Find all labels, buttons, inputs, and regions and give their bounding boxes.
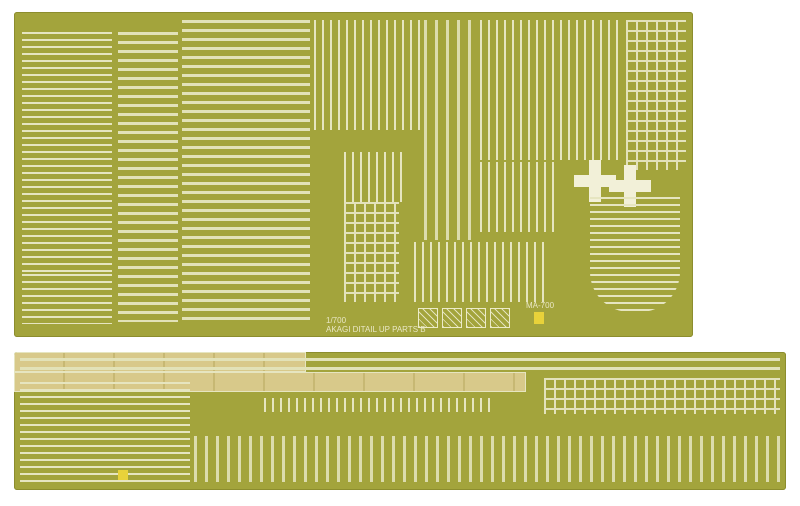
truss-parts <box>182 20 310 325</box>
small-parts <box>22 274 112 324</box>
small-parts <box>264 398 494 412</box>
bracket-parts <box>20 382 190 482</box>
maker-logo <box>118 470 128 480</box>
grating-part <box>418 308 438 328</box>
railing-strip <box>20 358 780 376</box>
platform-parts <box>626 20 686 170</box>
long-truss-parts <box>424 20 474 240</box>
cross-part <box>609 180 651 192</box>
curved-parts <box>480 20 620 160</box>
support-parts <box>544 378 780 414</box>
grating-part <box>466 308 486 328</box>
scale-label: 1/700 <box>326 316 347 325</box>
strut-parts-2 <box>480 162 560 232</box>
photo-etch-sheet-a <box>14 352 786 490</box>
grating-part <box>490 308 510 328</box>
maker-logo <box>534 312 544 324</box>
cross-part <box>574 175 616 187</box>
bracket-parts <box>344 152 404 202</box>
railing-parts <box>22 32 112 272</box>
u-frame-parts <box>590 197 680 312</box>
strut-parts <box>414 242 544 302</box>
railing-parts <box>194 436 780 482</box>
grating-part <box>442 308 462 328</box>
mast-parts <box>314 20 424 130</box>
sheet-title: AKAGI DITAIL UP PARTS B <box>326 325 426 334</box>
photo-etch-sheet-b: 1/700 AKAGI DITAIL UP PARTS B MA-700 <box>14 12 693 337</box>
lattice-parts <box>344 202 399 302</box>
ladder-parts <box>118 32 178 322</box>
product-code: MA-700 <box>526 301 555 310</box>
